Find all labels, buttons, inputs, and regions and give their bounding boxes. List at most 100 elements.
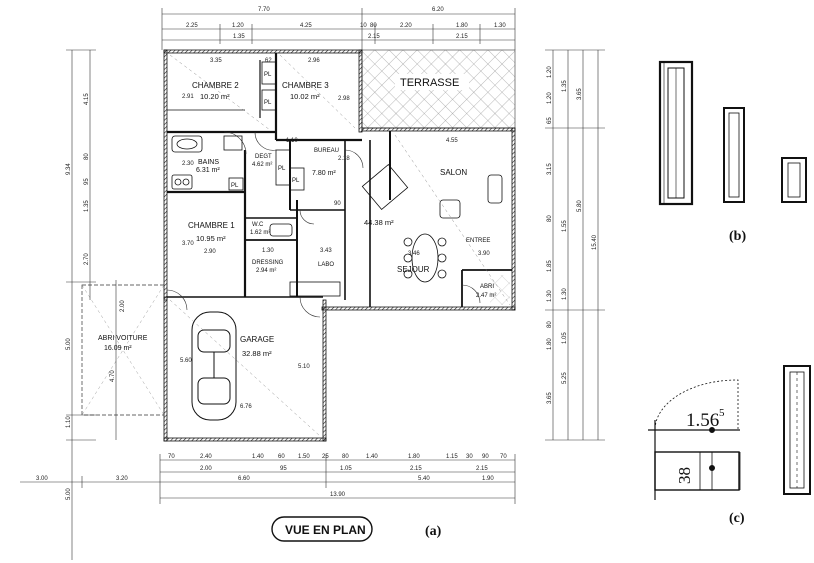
dim-bot-95: 95: [280, 466, 287, 472]
chambre2-name: CHAMBRE 2: [192, 81, 239, 90]
inner-dimension-labels: 3.35 62 2.96 4.55 2.18 1.10 2.90 1.30 3.…: [180, 58, 490, 410]
dim-top-130: 1.30: [494, 23, 506, 29]
dim-inner-230: 2.30: [182, 161, 194, 167]
dim-inner-335: 3.35: [210, 58, 222, 64]
pl-label-2: PL: [264, 100, 272, 106]
dim-bot-140a: 1.40: [252, 454, 264, 460]
left-dimensions: [66, 49, 117, 560]
right-dimensions: [545, 49, 605, 441]
dim-right-130b: 1.30: [562, 288, 568, 300]
dim-top-215b: 2.15: [456, 34, 468, 40]
dim-inner-455: 4.55: [446, 138, 458, 144]
dim-right-1540: 15.40: [592, 234, 598, 250]
terrasse-label-bg: [395, 74, 469, 90]
chambre2-area: 10.20 m²: [200, 92, 230, 101]
dim-left-934: 9.34: [66, 163, 72, 175]
sejour-area: 44.38 m²: [364, 218, 394, 227]
dim-inner-291: 2.91: [182, 94, 194, 100]
panel-label-a: (a): [425, 524, 442, 539]
dim-top-620: 6.20: [432, 7, 444, 13]
dim-bot-80: 80: [342, 454, 349, 460]
bureau-name: BUREAU: [314, 148, 339, 154]
dim-bot-150: 1.50: [298, 454, 310, 460]
garage-area: 32.88 m²: [242, 349, 272, 358]
dim-left-500b: 5.00: [66, 488, 72, 500]
detail-c-superscript: 5: [719, 407, 725, 419]
dim-bot-240: 2.40: [200, 454, 212, 460]
dim-top-215a: 2.15: [368, 34, 380, 40]
dim-right-65: 65: [547, 117, 553, 124]
dim-left-200: 2.00: [120, 300, 126, 312]
dim-bot-540: 5.40: [418, 476, 430, 482]
dim-top-220: 2.20: [400, 23, 412, 29]
dim-left-500a: 5.00: [66, 338, 72, 350]
bains-name: BAINS: [198, 159, 219, 166]
degt-name: DEGT: [255, 154, 272, 160]
bottom-dimension-labels: 70 2.40 1.40 60 1.50 25 80 1.40 1.80 1.1…: [36, 454, 507, 498]
dim-right-155: 1.55: [562, 220, 568, 232]
dim-top-120: 1.20: [232, 23, 244, 29]
abri-name: ABRI: [480, 284, 494, 290]
dim-left-95: 95: [84, 178, 90, 185]
labo-name: LABO: [318, 262, 334, 268]
dim-top-80: 80: [370, 23, 377, 29]
detail-c-vertical-dim: 38: [675, 467, 694, 484]
salon-furniture: [289, 164, 503, 297]
abri-small-hatch: [490, 275, 510, 305]
dim-right-130a: 1.30: [547, 290, 553, 302]
wall-detail-large: [658, 60, 694, 206]
sejour-name: SEJOUR: [397, 265, 430, 274]
pl-label-3: PL: [278, 166, 286, 172]
dim-right-120b: 1.20: [547, 92, 553, 104]
dim-inner-62: 62: [265, 58, 272, 64]
dim-inner-343: 3.43: [320, 248, 332, 254]
dim-bot-190: 1.90: [482, 476, 494, 482]
panel-label-c: (c): [729, 511, 745, 526]
dim-right-315: 3.15: [547, 163, 553, 175]
entree-name: ENTREE: [466, 238, 490, 244]
right-dimension-labels: 1.20 1.20 65 1.35 3.15 80 1.55 1.85 1.30…: [547, 66, 598, 404]
dim-inner-218: 2.18: [338, 156, 350, 162]
dim-bot-30: 30: [466, 454, 473, 460]
dim-bot-90: 90: [482, 454, 489, 460]
pl-label-4: PL: [231, 183, 239, 189]
closets: [228, 61, 305, 191]
dim-bot-215a: 2.15: [410, 466, 422, 472]
abri-voiture-diag-1: [81, 284, 165, 416]
dim-bot-70a: 70: [168, 454, 175, 460]
abrivoiture-area: 16.09 m²: [104, 345, 132, 352]
dim-top-180: 1.80: [456, 23, 468, 29]
dim-bot-215b: 2.15: [476, 466, 488, 472]
chambre3-area: 10.02 m²: [290, 92, 320, 101]
top-dimensions: [161, 8, 516, 50]
dim-bot-70b: 70: [500, 454, 507, 460]
dim-bot-105: 1.05: [340, 466, 352, 472]
dim-right-105: 1.05: [562, 332, 568, 344]
wc-area: 1.62 m²: [250, 230, 270, 236]
dim-top-135: 1.35: [233, 34, 245, 40]
dim-inner-296: 2.96: [308, 58, 320, 64]
car-icon: [191, 311, 237, 421]
dim-right-305: 3.65: [577, 88, 583, 100]
left-dimension-labels: 9.34 5.00 1.10 5.00 4.15 80 95 1.35 2.70…: [66, 93, 126, 500]
degt-area: 4.62 m²: [252, 162, 272, 168]
dim-inner-560: 5.60: [180, 358, 192, 364]
bathroom-fixtures: [171, 135, 293, 237]
dim-bot-140b: 1.40: [366, 454, 378, 460]
dressing-name: DRESSING: [252, 260, 284, 266]
dim-bot-320: 3.20: [116, 476, 128, 482]
bottom-dimensions: [20, 454, 516, 504]
dim-right-525: 5.25: [562, 372, 568, 384]
dim-left-80: 80: [84, 153, 90, 160]
bains-area: 6.31 m²: [196, 167, 220, 174]
dim-bot-1390: 13.90: [330, 492, 346, 498]
dim-inner-290: 2.90: [204, 249, 216, 255]
abri-area: 2.47 m²: [476, 293, 496, 299]
dim-right-180: 1.80: [547, 338, 553, 350]
dim-inner-110: 1.10: [286, 138, 298, 144]
dim-right-185: 1.85: [547, 260, 553, 272]
dim-right-365a: 3.65: [547, 392, 553, 404]
pl-label-5: PL: [292, 178, 300, 184]
dim-inner-390: 3.90: [478, 251, 490, 257]
